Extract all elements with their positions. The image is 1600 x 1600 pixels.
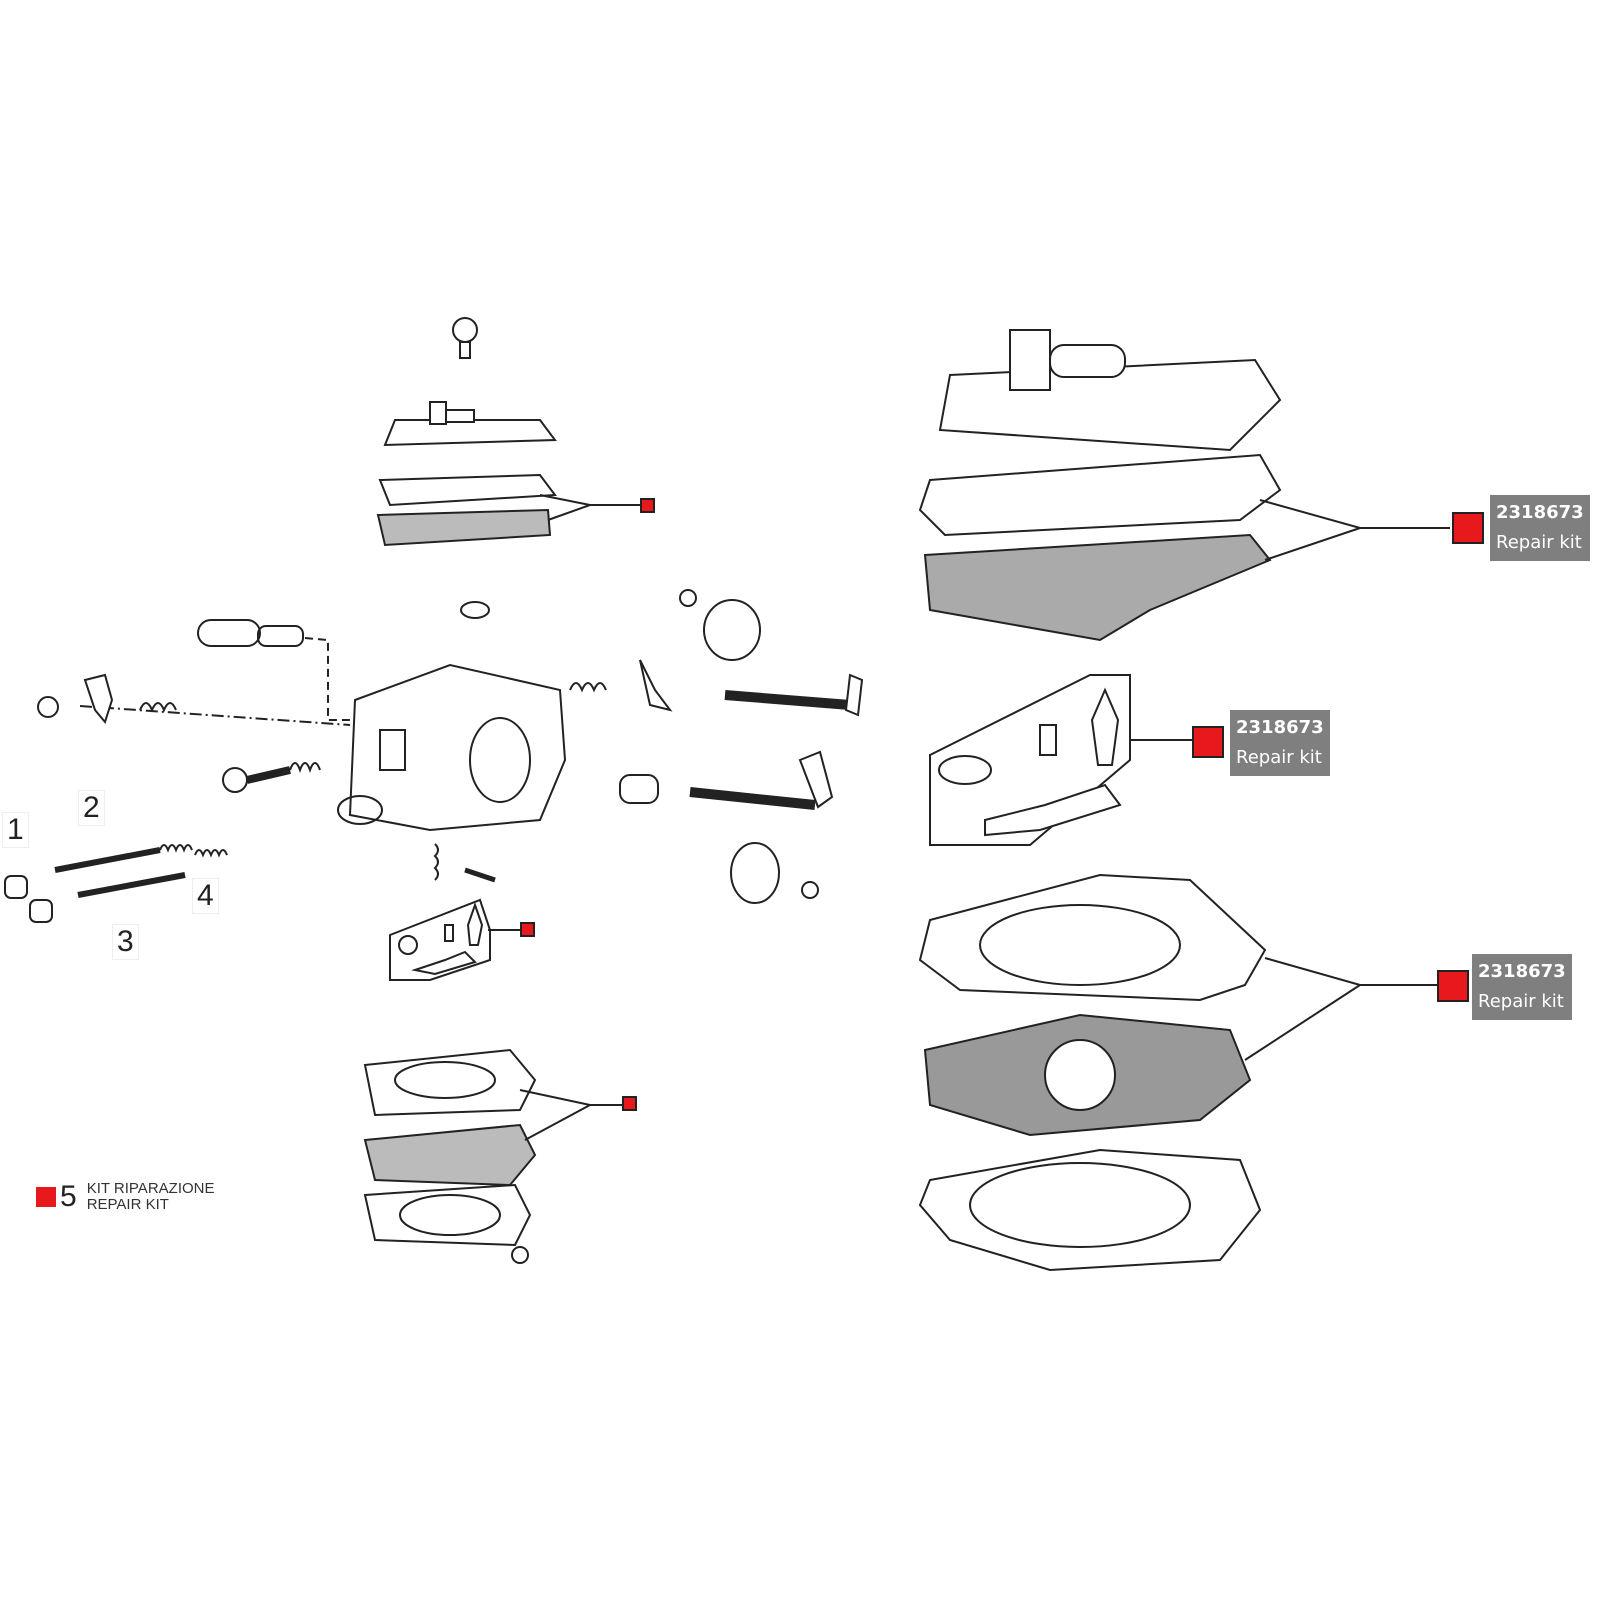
part-label-4: 4 (192, 878, 219, 914)
choke-lever (83, 673, 114, 725)
small-screw (37, 696, 59, 718)
callout-code: 2318673 (1236, 717, 1324, 738)
legend-kit-marker (36, 1187, 56, 1207)
callout-repair-kit-pump[interactable]: 2318673 Repair kit (1490, 495, 1590, 561)
pump-diaphragm-large (923, 533, 1272, 642)
leader-line (539, 494, 640, 506)
kit-marker-metering-small[interactable] (622, 1096, 637, 1111)
part-label-1: 1 (2, 812, 29, 848)
callout-label: Repair kit (1496, 532, 1582, 553)
metering-diaphragm-small (363, 1123, 537, 1187)
spring (569, 682, 607, 693)
spring (139, 702, 177, 713)
spring (433, 843, 439, 881)
legend-number: 5 (60, 1180, 77, 1213)
pump-cover-small (383, 401, 557, 447)
choke-plate (730, 842, 780, 904)
kit-marker-inlet[interactable] (1192, 726, 1224, 758)
pump-diaphragm-small (376, 508, 552, 547)
choke-shaft (689, 750, 834, 810)
legend-label-en: REPAIR KIT (86, 1196, 169, 1213)
metering-gasket-large (918, 873, 1267, 1002)
metering-cover-small (363, 1183, 532, 1247)
callout-repair-kit-metering[interactable]: 2318673 Repair kit (1472, 954, 1572, 1020)
throttle-lever (197, 619, 304, 647)
inlet-kit-box-small (389, 898, 491, 981)
metering-gasket-small (363, 1048, 537, 1117)
legend-label-it: KIT RIPARAZIONE (86, 1180, 215, 1197)
callout-code: 2318673 (1478, 961, 1566, 982)
carburetor-body (337, 663, 567, 832)
throttle-shaft (724, 673, 864, 717)
callout-code: 2318673 (1496, 502, 1584, 523)
idle-screw (222, 762, 321, 793)
pump-gasket-small (378, 473, 557, 507)
pump-cover-large (938, 329, 1282, 452)
callout-label: Repair kit (1236, 747, 1322, 768)
callout-repair-kit-inlet[interactable]: 2318673 Repair kit (1230, 710, 1330, 776)
kit-marker-inlet-small[interactable] (520, 922, 535, 937)
part-label-2: 2 (78, 790, 105, 826)
bushing (619, 774, 659, 804)
top-screw (452, 317, 478, 359)
nut (460, 601, 490, 619)
kit-marker-pump[interactable] (1452, 512, 1484, 544)
callout-label: Repair kit (1478, 991, 1564, 1012)
metering-cover-large (918, 1148, 1262, 1272)
kit-marker-pump-small[interactable] (640, 498, 655, 513)
part-label-3: 3 (112, 924, 139, 960)
needle-screws (4, 844, 228, 923)
throttle-plate (703, 599, 761, 661)
pump-gasket-large (918, 453, 1282, 537)
kit-marker-metering[interactable] (1437, 970, 1469, 1002)
